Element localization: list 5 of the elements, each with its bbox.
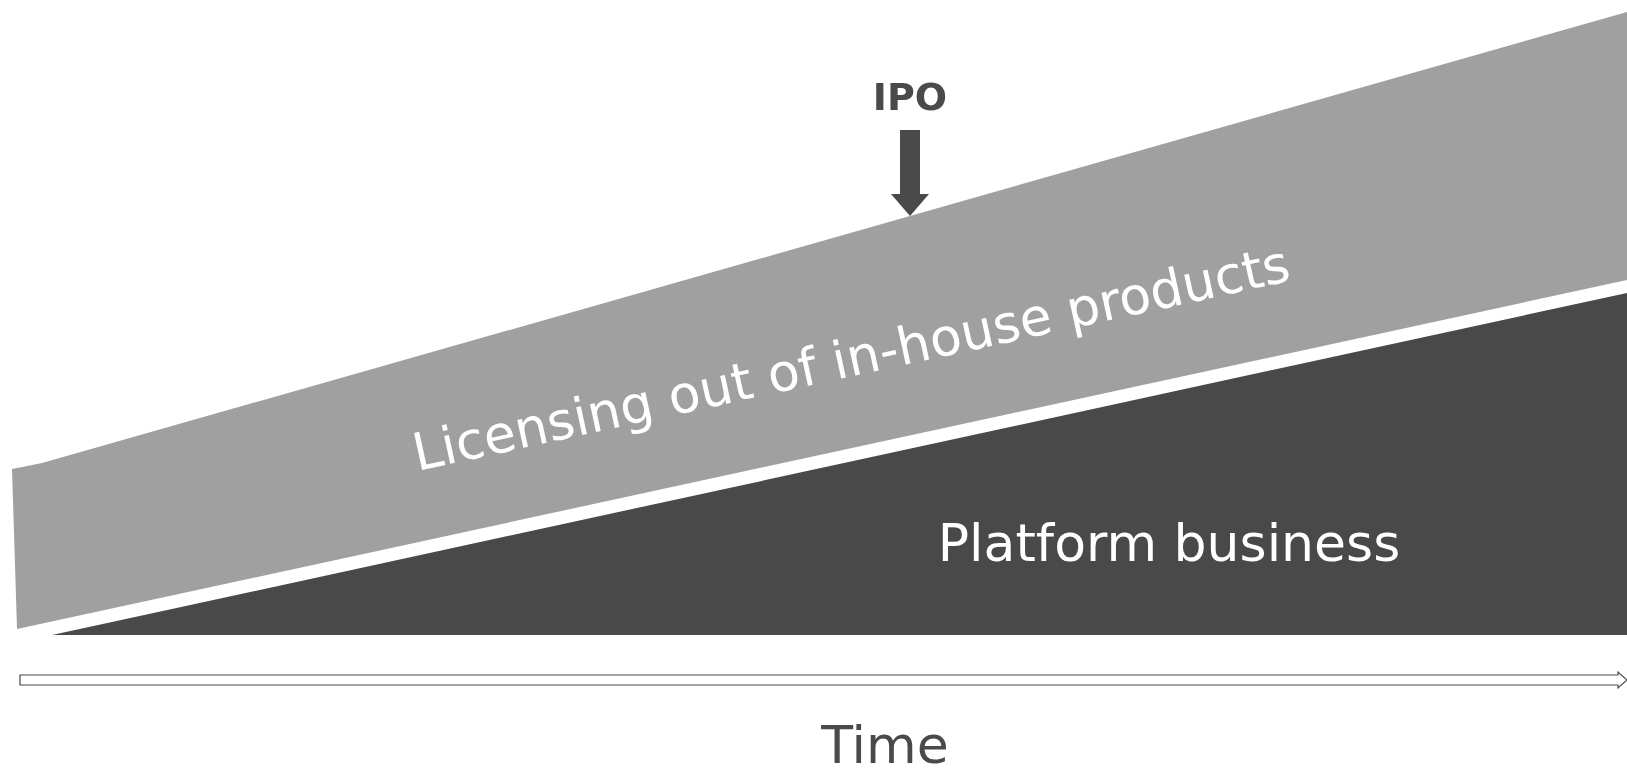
band-label: Platform business: [937, 517, 1401, 569]
axis-label: Time: [821, 719, 949, 770]
event-label: IPO: [872, 78, 948, 116]
arrow: [891, 130, 929, 216]
band-label: Licensing out of in-house products: [407, 237, 1295, 479]
